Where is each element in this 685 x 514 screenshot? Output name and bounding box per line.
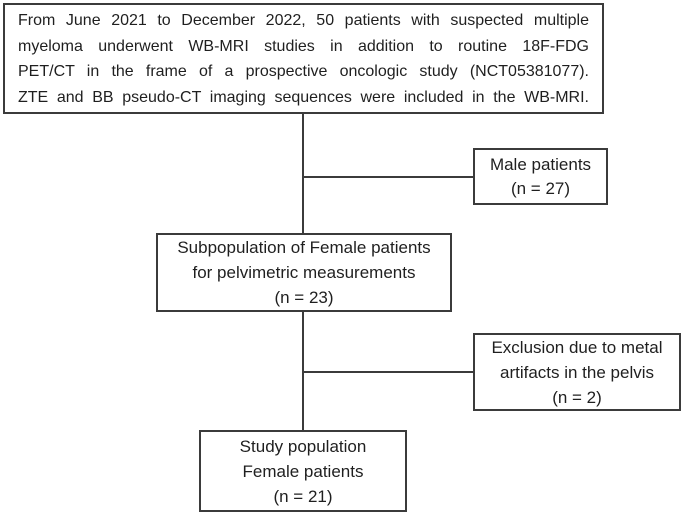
exclusion-box-text: Exclusion due to metal artifacts in the …: [491, 337, 663, 407]
connector-top-to-subpopulation: [302, 114, 304, 233]
source-box: From June 2021 to December 2022, 50 pati…: [3, 3, 604, 114]
connector-branch-to-male: [302, 176, 473, 178]
study-population-box-text: Study population Female patients (n = 21…: [239, 436, 367, 506]
subpopulation-box: Subpopulation of Female patients for pel…: [156, 233, 452, 312]
subpopulation-box-text: Subpopulation of Female patients for pel…: [177, 238, 431, 307]
male-patients-box-text: Male patients (n = 27): [489, 154, 592, 198]
male-patients-box: Male patients (n = 27): [473, 148, 608, 205]
exclusion-box: Exclusion due to metal artifacts in the …: [473, 333, 681, 411]
source-box-text: From June 2021 to December 2022, 50 pati…: [18, 12, 589, 106]
connector-branch-to-exclusion: [302, 371, 473, 373]
study-population-box: Study population Female patients (n = 21…: [199, 430, 407, 512]
